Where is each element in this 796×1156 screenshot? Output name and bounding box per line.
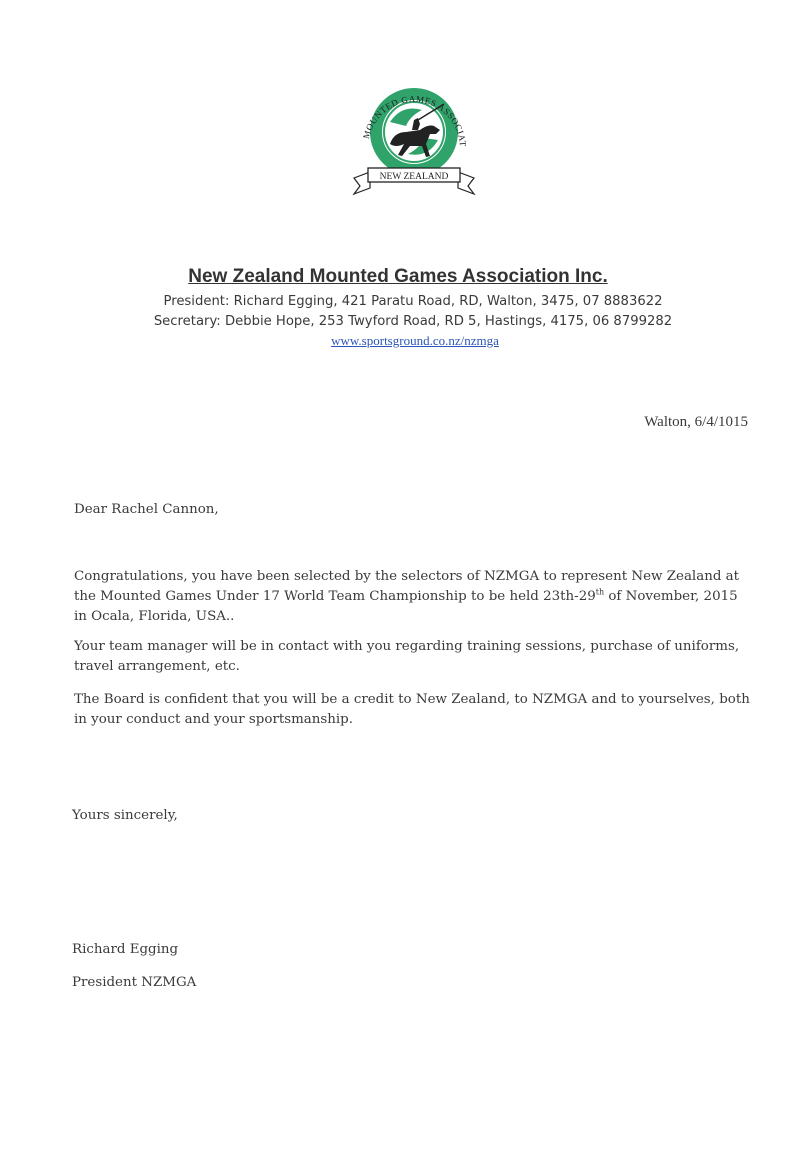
paragraph-team-manager: Your team manager will be in contact wit… [74, 637, 754, 677]
secretary-contact: Secretary: Debbie Hope, 253 Twyford Road… [153, 314, 673, 329]
line-text: of November, 2015 [604, 589, 738, 604]
website-link[interactable]: www.sportsground.co.nz/nzmga [331, 333, 499, 348]
place-date: Walton, 6/4/1015 [644, 414, 748, 430]
paragraph-line: Your team manager will be in contact wit… [74, 639, 740, 654]
logo-emblem-icon: MOUNTED GAMES ASSOCIATION NEW ZEALAND [347, 66, 476, 196]
paragraph-line: The Board is confident that you will be … [74, 692, 750, 707]
line-text: the Mounted Games Under 17 World Team Ch… [74, 589, 596, 604]
paragraph-line: in your conduct and your sportsmanship. [74, 712, 354, 727]
signatory-name: Richard Egging [72, 942, 179, 957]
paragraph-line: the Mounted Games Under 17 World Team Ch… [74, 587, 754, 607]
salutation: Dear Rachel Cannon, [74, 502, 219, 517]
ordinal-suffix: th [595, 587, 605, 597]
paragraph-line: Congratulations, you have been selected … [74, 569, 740, 584]
organization-name: New Zealand Mounted Games Association In… [188, 266, 608, 287]
paragraph-line: travel arrangement, etc. [74, 659, 240, 674]
closing: Yours sincerely, [72, 808, 178, 823]
paragraph-board: The Board is confident that you will be … [74, 690, 754, 730]
president-contact: President: Richard Egging, 421 Paratu Ro… [163, 294, 663, 309]
association-logo: MOUNTED GAMES ASSOCIATION NEW ZEALAND [347, 66, 478, 198]
signatory-title: President NZMGA [72, 975, 197, 990]
paragraph-line: in Ocala, Florida, USA.. [74, 609, 235, 624]
paragraph-selection: Congratulations, you have been selected … [74, 567, 754, 627]
logo-banner-text: NEW ZEALAND [380, 172, 449, 182]
